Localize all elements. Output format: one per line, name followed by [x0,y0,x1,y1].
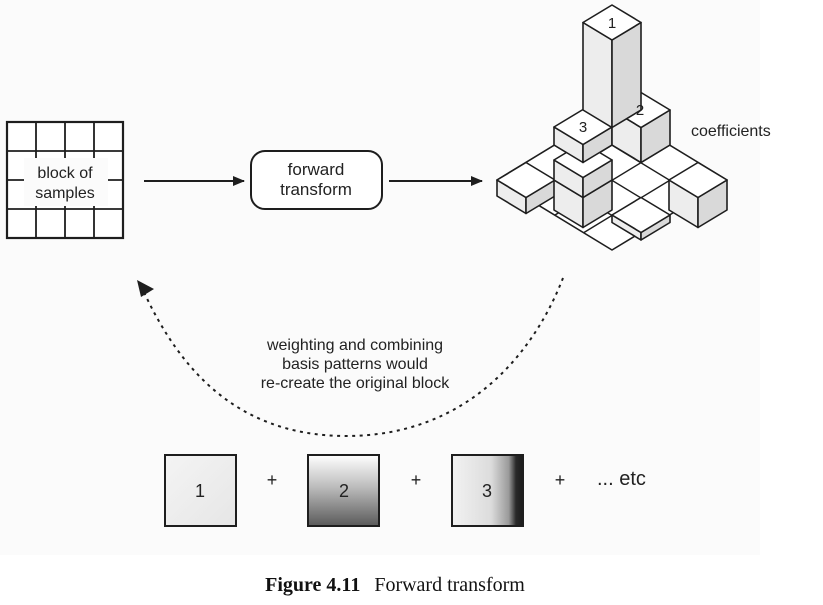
transform-label-line1: forward [288,160,345,179]
cube-back-right [668,161,728,229]
cube-front [611,196,671,241]
figure-caption: Figure 4.11 Forward transform [0,574,790,597]
etc-label: ... etc [597,468,646,490]
return-arrow [141,277,564,438]
plus-1: + [267,470,278,490]
forward-transform-box: forward transform [250,150,383,210]
plus-3: + [555,470,566,490]
note-line2: basis patterns would [282,356,428,373]
cube-left [496,161,556,215]
basis-pattern-3: 3 [451,454,524,527]
block-label-line1: block of [37,165,93,182]
coef-tag-2: 2 [636,102,644,119]
return-arrowhead [137,280,154,297]
note-line1: weighting and combining [266,337,443,354]
coefficients-label: coefficients [691,123,771,140]
coef-tag-1: 1 [608,15,616,32]
block-label-line2: samples [35,185,95,202]
basis-label-2: 2 [339,481,349,501]
caption-number: Figure 4.11 [265,574,361,596]
note-line3: re-create the original block [261,375,451,392]
coef-tag-3: 3 [579,119,587,136]
plus-2: + [411,470,422,490]
basis-label-3: 3 [482,481,492,501]
transform-label-line2: transform [280,180,352,199]
caption-title: Forward transform [374,574,525,596]
sample-block: block of samples [5,120,125,240]
basis-label-1: 1 [195,481,205,501]
coefficient-bar-1 [582,4,642,129]
basis-pattern-1: 1 [164,454,237,527]
basis-pattern-2: 2 [307,454,380,527]
coefficient-plot [496,4,728,251]
